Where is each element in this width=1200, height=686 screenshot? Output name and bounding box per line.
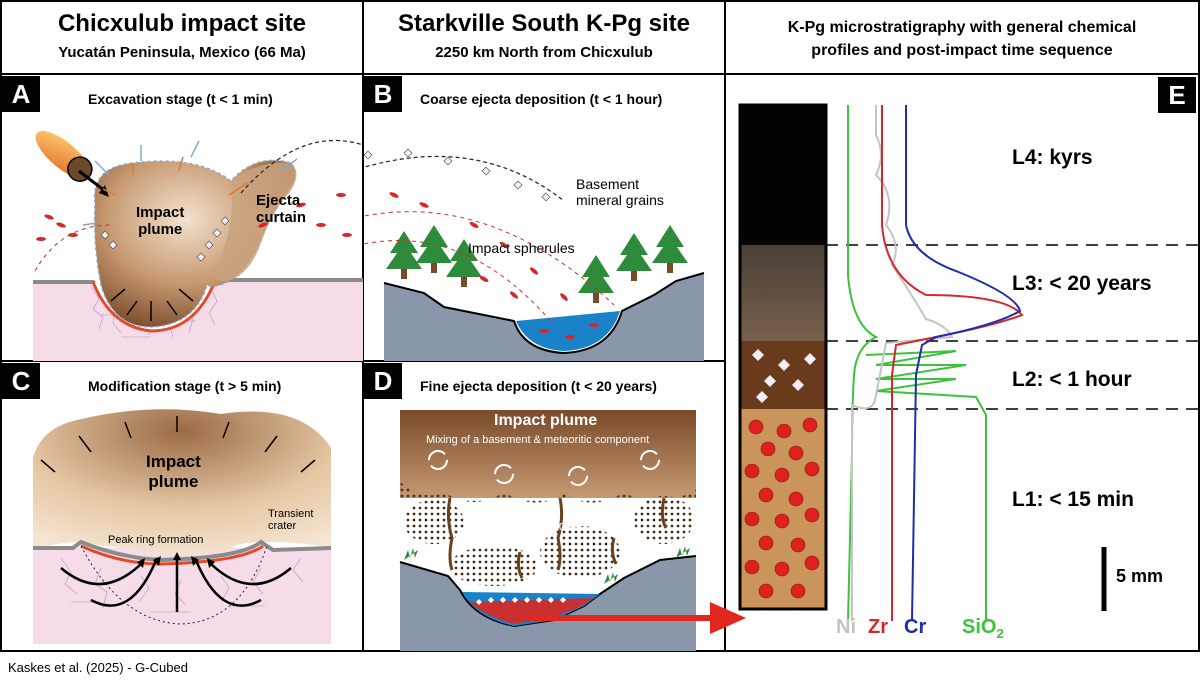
panel-d-dust-label: Fine-grained dust [482,518,584,533]
middle-column-title: Starkville South K-Pg site [397,10,691,37]
panel-c-peak-ring-label: Peak ring formation [108,534,204,546]
panel-c-letter: C [2,363,40,399]
citation: Kaskes et al. (2025) - G-Cubed [8,660,188,675]
right-column-subtitle: profiles and post-impact time sequence [811,42,1113,59]
layer-l2-label: L2: < 1 hour [1012,368,1132,391]
element-ni-label: Ni [836,616,856,638]
panel-d-letter: D [364,363,402,399]
panel-d-illustration [399,410,697,651]
element-sio2-label: SiO2 [962,616,1004,641]
panel-e-illustration [738,103,1199,622]
panel-b-spherules-label: Impact spherules [468,240,575,256]
element-zr-label: Zr [868,616,888,638]
panel-a-title: Excavation stage (t < 1 min) [88,91,273,107]
link-arrow [530,602,746,634]
left-column-title: Chicxulub impact site [57,10,307,37]
panel-b-letter: B [364,76,402,112]
element-cr-label: Cr [904,616,927,638]
panel-b-basement-label: Basement mineral grains [576,176,664,208]
panel-b-title: Coarse ejecta deposition (t < 1 hour) [420,91,663,107]
panel-c-illustration [33,409,332,644]
panel-c-plume-label: Impact plume [146,452,201,491]
panel-d-title: Fine ejecta deposition (t < 20 years) [420,378,657,394]
panel-d-plume-label: Impact plume [494,412,598,429]
panel-a-curtain-label: Ejecta curtain [256,192,307,226]
panel-d-mixing-label: Mixing of a basement & meteoritic compon… [426,434,650,446]
panel-b-illustration [364,148,705,361]
right-column-title: K-Pg microstratigraphy with general chem… [787,19,1137,36]
panel-a-letter: A [2,76,40,112]
panel-a-illustration [33,130,363,361]
panel-c-title: Modification stage (t > 5 min) [88,378,282,394]
middle-column-subtitle: 2250 km North from Chicxulub [435,44,653,61]
left-column-subtitle: Yucatán Peninsula, Mexico (66 Ma) [58,44,306,61]
scale-bar-label: 5 mm [1116,566,1164,586]
panel-c-transient-label: Transient crater [268,508,314,532]
panel-e-letter: E [1158,77,1196,113]
layer-l4-label: L4: kyrs [1012,146,1093,169]
panel-a-plume-label: Impact plume [136,204,185,238]
layer-l3-label: L3: < 20 years [1012,272,1152,295]
layer-l1-label: L1: < 15 min [1012,488,1134,511]
